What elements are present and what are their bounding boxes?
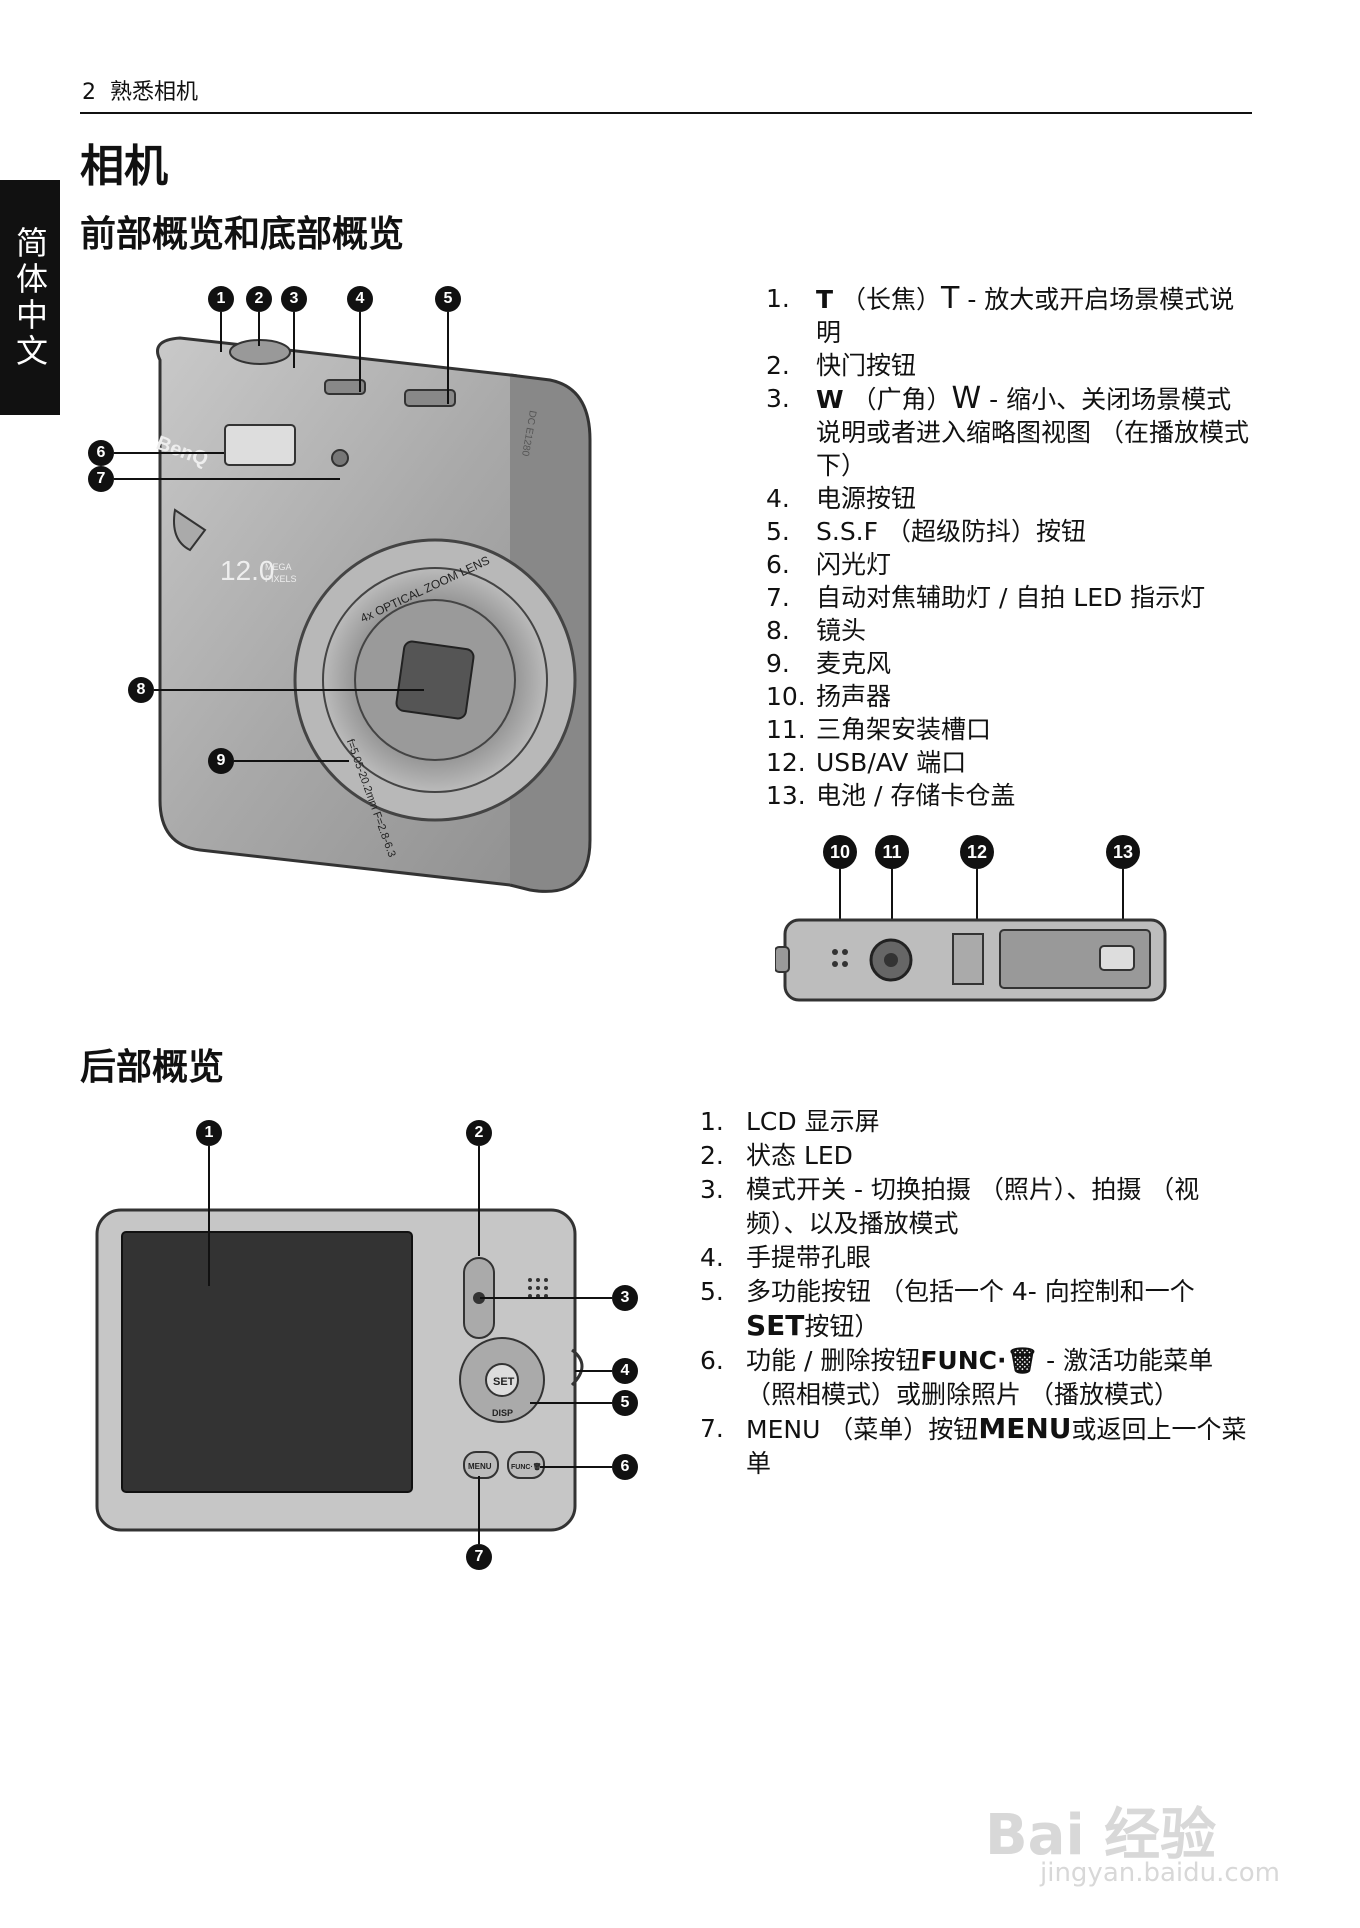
- callout-9: 9: [208, 748, 234, 774]
- list-item: 7.MENU （菜单）按钮MENU或返回上一个菜单: [700, 1412, 1247, 1478]
- disp-label: DISP: [492, 1408, 513, 1418]
- leader-7: [114, 478, 340, 480]
- list-item: 2.快门按钮: [766, 351, 917, 380]
- list-item: 8.镜头: [766, 616, 867, 645]
- tele-icon: T: [941, 281, 960, 316]
- header-rule: [80, 112, 1252, 114]
- rear-leader-6: [540, 1466, 612, 1468]
- language-tab: 简体中文: [0, 180, 60, 415]
- rear-callout-3: 3: [612, 1285, 638, 1311]
- list-item: 6.功能 / 删除按钮FUNC·🗑 - 激活功能菜单 （照相模式）或删除照片 （…: [700, 1346, 1214, 1409]
- leader-9: [234, 760, 349, 762]
- callout-12: 12: [960, 835, 994, 869]
- callout-11: 11: [875, 835, 909, 869]
- rear-leader-2: [478, 1146, 480, 1256]
- callout-8: 8: [128, 677, 154, 703]
- front-parts-list: 1. T （长焦）T - 放大或开启场景模式说明 2.快门按钮 3. W （广角…: [766, 282, 1256, 812]
- menu-icon: MENU: [978, 1412, 1072, 1445]
- rear-parts-list: 1.LCD 显示屏 2.状态 LED 3.模式开关 - 切换拍摄 （照片）、拍摄…: [700, 1105, 1256, 1481]
- page-number: 2: [82, 80, 96, 105]
- front-camera-illustration: BenQ 12.0 MEGA PIXELS 4x OPTICAL ZOOM LE…: [153, 336, 592, 893]
- list-item: 13.电池 / 存储卡仓盖: [766, 781, 1016, 810]
- callout-5: 5: [435, 286, 461, 312]
- list-item: 5.S.S.F （超级防抖）按钮: [766, 517, 1086, 546]
- list-item: 2.状态 LED: [700, 1141, 853, 1170]
- leader-3: [293, 312, 295, 368]
- callout-3: 3: [281, 286, 307, 312]
- watermark-url: jingyan.baidu.com: [1040, 1858, 1280, 1888]
- rear-callout-6: 6: [612, 1454, 638, 1480]
- wide-icon: W: [951, 381, 982, 416]
- list-item: 12.USB/AV 端口: [766, 748, 967, 777]
- leader-8: [154, 689, 424, 691]
- set-icon: SET: [746, 1309, 805, 1342]
- list-item: 3. W （广角）W - 缩小、关闭场景模式说明或者进入缩略图视图 （在播放模式…: [766, 381, 1249, 480]
- callout-4: 4: [347, 286, 373, 312]
- rear-callout-4: 4: [612, 1358, 638, 1384]
- rear-leader-1: [208, 1146, 210, 1286]
- list-item: 4.手提带孔眼: [700, 1243, 872, 1272]
- watermark-brand: Bai 经验: [985, 1803, 1217, 1868]
- bottom-camera-illustration: [775, 918, 1167, 1002]
- rear-leader-3: [480, 1297, 612, 1299]
- callout-13: 13: [1106, 835, 1140, 869]
- list-item: 9.麦克风: [766, 649, 892, 678]
- menu-button-label: MENU: [468, 1462, 492, 1471]
- leader-6: [114, 452, 224, 454]
- list-item: 11.三角架安装槽口: [766, 715, 992, 744]
- list-item: 6.闪光灯: [766, 550, 892, 579]
- leader-10: [839, 869, 841, 954]
- callout-10: 10: [823, 835, 857, 869]
- callout-1: 1: [208, 286, 234, 312]
- section-title: 熟悉相机: [110, 80, 199, 105]
- rear-section-title: 后部概览: [80, 1047, 225, 1088]
- rear-callout-5: 5: [612, 1390, 638, 1416]
- pixels-label: PIXELS: [265, 574, 297, 584]
- leader-12: [976, 869, 978, 964]
- func-delete-icon: FUNC·🗑: [920, 1346, 1039, 1375]
- list-item: 1.LCD 显示屏: [700, 1107, 880, 1136]
- list-item: 7.自动对焦辅助灯 / 自拍 LED 指示灯: [766, 583, 1206, 612]
- list-item: 10.扬声器: [766, 682, 892, 711]
- page-header: 2 熟悉相机: [82, 74, 198, 106]
- rear-leader-7: [478, 1476, 480, 1544]
- callout-2: 2: [246, 286, 272, 312]
- rear-leader-5: [530, 1402, 612, 1404]
- leader-2: [258, 312, 260, 346]
- leader-4: [359, 312, 361, 392]
- megapixel-label: 12.0: [220, 555, 275, 586]
- front-section-title: 前部概览和底部概览: [80, 214, 405, 255]
- func-button-label: FUNC·🗑: [511, 1462, 542, 1471]
- callout-6: 6: [88, 440, 114, 466]
- list-item: 5.多功能按钮 （包括一个 4- 向控制和一个 SET按钮）: [700, 1277, 1195, 1342]
- callout-7: 7: [88, 466, 114, 492]
- page-title: 相机: [80, 141, 168, 192]
- rear-leader-4: [575, 1370, 612, 1372]
- list-item: 1. T （长焦）T - 放大或开启场景模式说明: [766, 281, 1235, 347]
- rear-callout-1: 1: [196, 1120, 222, 1146]
- set-button-label: SET: [493, 1376, 515, 1388]
- leader-11: [891, 869, 893, 959]
- rear-callout-2: 2: [466, 1120, 492, 1146]
- leader-5: [447, 312, 449, 404]
- rear-camera-illustration: SET DISP MENU FUNC·🗑: [95, 1208, 584, 1532]
- mega-label: MEGA: [265, 562, 292, 572]
- rear-callout-7: 7: [466, 1544, 492, 1570]
- list-item: 4.电源按钮: [766, 484, 917, 513]
- leader-1: [220, 312, 222, 352]
- leader-13: [1122, 869, 1124, 959]
- list-item: 3.模式开关 - 切换拍摄 （照片）、拍摄 （视频）、以及播放模式: [700, 1175, 1200, 1238]
